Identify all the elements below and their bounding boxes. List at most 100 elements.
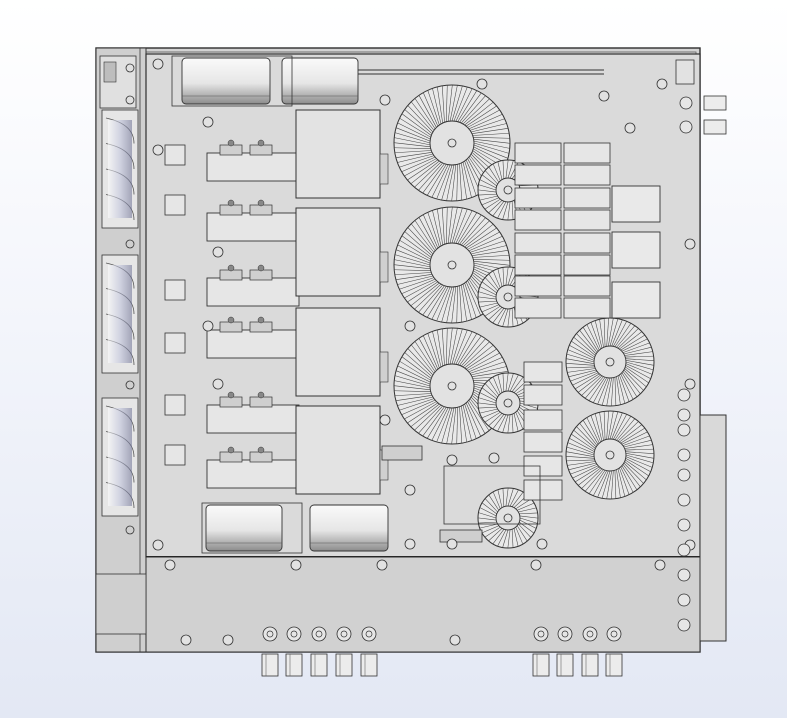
relay: [563, 254, 611, 276]
mounting-hole: [180, 634, 192, 646]
capacitor-bracket: [171, 55, 293, 107]
cooling-fan: [101, 254, 139, 374]
capacitor: [205, 504, 283, 552]
capacitor: [181, 57, 271, 105]
mounting-hole: [222, 634, 234, 646]
bottom-connector: [360, 626, 378, 677]
bottom-connector: [605, 626, 623, 677]
mounting-hole: [290, 559, 302, 571]
side-connector: [679, 95, 727, 111]
relay: [514, 164, 562, 186]
power-module: [206, 316, 300, 359]
bottom-connector: [532, 626, 550, 677]
relay: [563, 297, 611, 319]
power-module: [206, 264, 300, 307]
mounting-hole: [624, 122, 636, 134]
capacitor: [281, 57, 359, 105]
mounting-hole: [376, 559, 388, 571]
capacitor-bracket: [201, 502, 303, 554]
mounting-hole: [404, 484, 416, 496]
relay: [523, 479, 563, 501]
heatsink-tab: [379, 153, 389, 185]
relay: [563, 275, 611, 297]
mounting-hole: [488, 452, 500, 464]
control-board-outline: [443, 465, 541, 525]
relay: [514, 254, 562, 276]
mounting-hole: [379, 414, 391, 426]
mounting-hole: [404, 538, 416, 550]
side-terminal: [677, 543, 691, 557]
cooling-fan: [101, 109, 139, 229]
capacitor: [309, 504, 389, 552]
small-toroid: [477, 487, 539, 549]
side-terminal: [677, 388, 691, 402]
cooling-fan: [101, 397, 139, 517]
driver-pad: [164, 144, 186, 166]
mounting-hole: [656, 78, 668, 90]
relay: [514, 142, 562, 164]
mounting-hole: [598, 90, 610, 102]
relay: [523, 361, 563, 383]
bottom-connector: [261, 626, 279, 677]
relay: [563, 209, 611, 231]
relay: [514, 232, 562, 254]
bottom-connector: [581, 626, 599, 677]
mounting-hole: [536, 538, 548, 550]
mounting-hole: [449, 634, 461, 646]
driver-pad: [164, 332, 186, 354]
heatsink-tab: [379, 251, 389, 283]
bottom-connector: [285, 626, 303, 677]
heatsink-block: [295, 207, 381, 297]
output-toroid: [565, 317, 655, 407]
mounting-hole: [212, 378, 224, 390]
side-terminal: [677, 408, 691, 422]
sensor-board: [381, 445, 423, 461]
mounting-hole: [446, 538, 458, 550]
terminal-block: [611, 185, 661, 223]
relay: [514, 275, 562, 297]
mounting-hole: [152, 144, 164, 156]
mounting-hole: [446, 454, 458, 466]
heatsink-block: [295, 307, 381, 397]
driver-pad: [164, 194, 186, 216]
mounting-hole: [404, 320, 416, 332]
mounting-hole: [654, 559, 666, 571]
relay: [563, 164, 611, 186]
side-terminal: [677, 448, 691, 462]
bottom-connector: [335, 626, 353, 677]
mounting-hole: [530, 559, 542, 571]
small-toroid: [477, 372, 539, 434]
mounting-hole: [152, 539, 164, 551]
mounting-hole: [379, 94, 391, 106]
bottom-connector: [556, 626, 574, 677]
power-module: [206, 446, 300, 489]
heatsink-tab: [379, 351, 389, 383]
side-connector: [679, 119, 727, 135]
relay: [563, 232, 611, 254]
side-terminal: [677, 493, 691, 507]
relay: [514, 297, 562, 319]
mounting-hole: [202, 116, 214, 128]
bottom-connector: [310, 626, 328, 677]
power-module: [206, 139, 300, 182]
terminal-block: [611, 231, 661, 269]
mounting-hole: [152, 58, 164, 70]
mounting-hole: [476, 78, 488, 90]
heatsink-block: [295, 109, 381, 199]
driver-pad: [164, 394, 186, 416]
side-terminal: [677, 568, 691, 582]
output-toroid: [565, 410, 655, 500]
relay: [514, 209, 562, 231]
relay: [523, 431, 563, 453]
driver-pad: [164, 279, 186, 301]
side-terminal: [677, 618, 691, 632]
mounting-hole: [202, 320, 214, 332]
relay: [523, 409, 563, 431]
power-module: [206, 199, 300, 242]
terminal-block: [611, 281, 661, 319]
mounting-hole: [684, 378, 696, 390]
sensor-board: [439, 529, 483, 543]
relay: [563, 142, 611, 164]
driver-pad: [164, 444, 186, 466]
mounting-hole: [164, 559, 176, 571]
